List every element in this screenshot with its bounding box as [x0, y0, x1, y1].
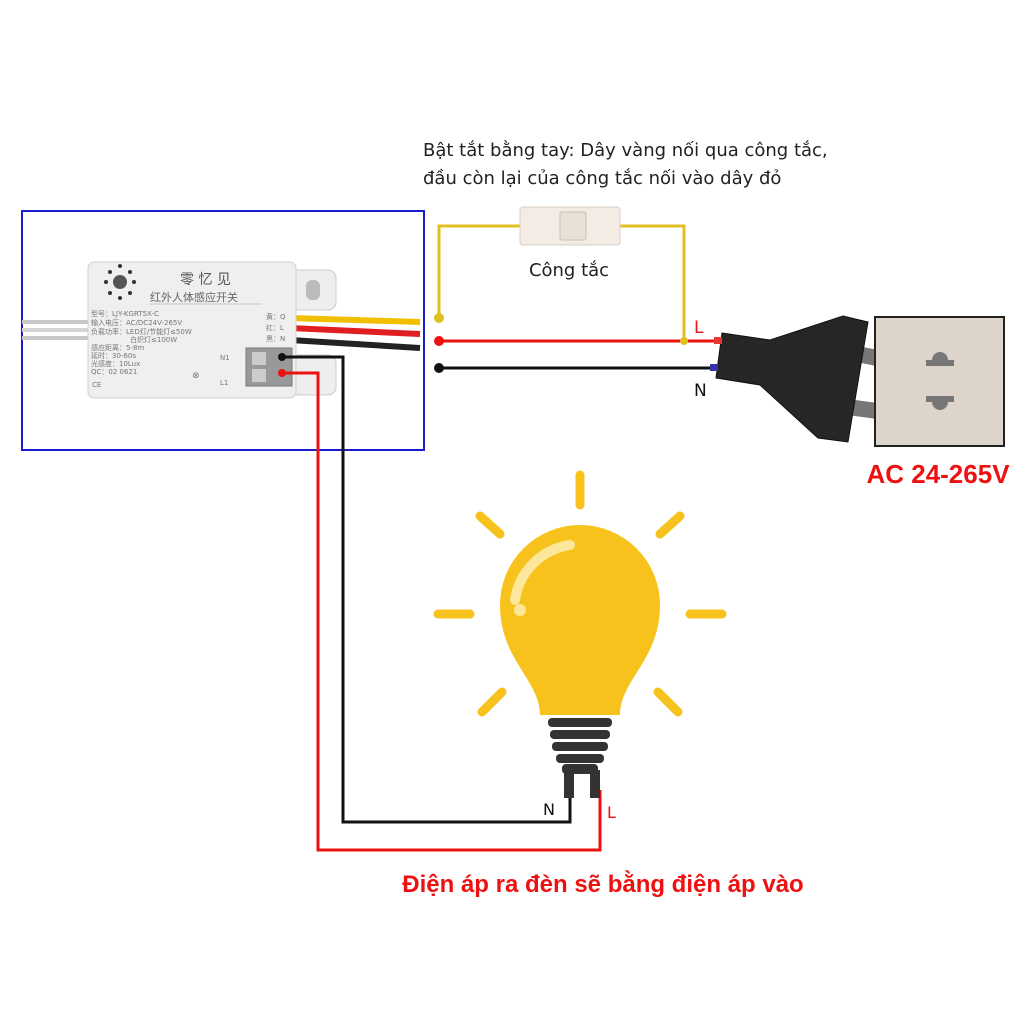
wire-legend: 黑：N: [266, 335, 285, 343]
module-spec: 白炽灯≤100W: [130, 335, 177, 344]
ce-mark: CE: [92, 381, 101, 389]
wire-legend: 黄：Q: [266, 312, 286, 321]
module-spec: QC：02 0621: [91, 368, 137, 376]
module-spec: 输入电压：AC/DC24V-265V: [91, 318, 182, 327]
terminal-label-l1: L1: [220, 379, 228, 387]
bulb-neutral-label: N: [543, 800, 555, 819]
lamp-neutral-wire: [282, 355, 572, 824]
module-spec: 延时：30-60s: [91, 351, 136, 360]
plug-neutral-label: N: [694, 381, 707, 401]
supply-voltage-label: AC 24-265V: [866, 459, 1010, 489]
output-voltage-note: Điện áp ra đèn sẽ bằng điện áp vào: [402, 870, 803, 898]
instruction-line-2: đầu còn lại của công tắc nối vào dây đỏ: [423, 168, 781, 189]
module-spec: 感应距离：5-8m: [91, 343, 144, 352]
red-junction: [434, 336, 444, 346]
black-junction: [434, 363, 444, 373]
light-bulb-icon: [433, 470, 727, 798]
instruction-line-1: Bật tắt bằng tay: Dây vàng nối qua công …: [423, 140, 828, 161]
plug-live-label: L: [694, 318, 704, 338]
sensor-lens: [104, 264, 136, 300]
switch-label: Công tắc: [529, 260, 609, 281]
manual-switch: [519, 206, 621, 246]
yellow-junction: [434, 313, 444, 323]
module-brand: 零 忆 见: [180, 272, 231, 288]
wire-legend: 红：L: [266, 323, 284, 332]
input-cable: [22, 320, 88, 340]
module-title: 红外人体感应开关: [150, 290, 238, 304]
module-spec: 负载功率：LED灯/节能灯≤50W: [91, 327, 192, 336]
module-spec: 型号：LJY-KGRT5X-C: [91, 309, 159, 318]
terminal-label-n1: N1: [220, 354, 230, 362]
wall-socket: [874, 316, 1005, 447]
module-wires: [289, 315, 421, 351]
lamp-live-wire: [282, 371, 602, 852]
lamp-symbol-icon: ⊗: [192, 371, 200, 381]
module-spec: 光感度：10Lux: [91, 359, 140, 368]
power-plug: [710, 315, 906, 443]
pir-sensor-module: 零 忆 见 红外人体感应开关 型号：LJY-KGRT5X-C 输入电压：AC/D…: [87, 261, 337, 399]
bulb-live-label: L: [607, 803, 616, 822]
